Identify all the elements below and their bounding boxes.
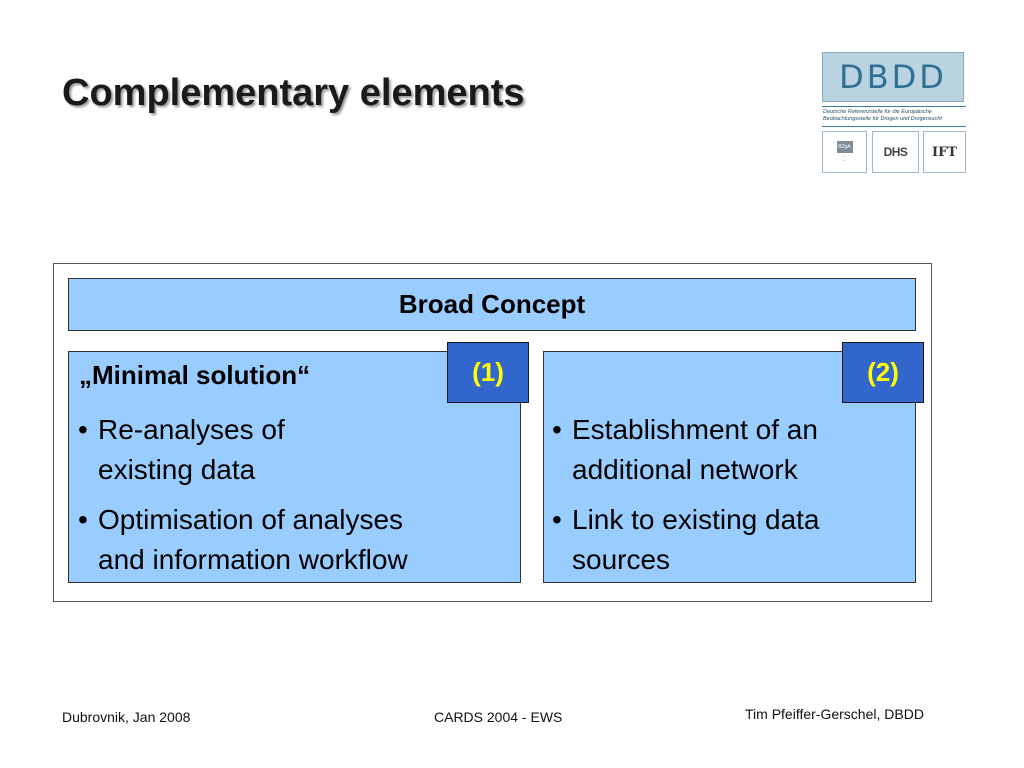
bullet-line: Re-analyses of (98, 414, 285, 445)
option-1-bullet-list: Re-analyses of existing data Optimisatio… (76, 410, 516, 590)
bzga-logo-caption: ······ (842, 155, 847, 163)
option-1-number-badge: (1) (447, 342, 529, 403)
bullet-item: Establishment of an additional network (550, 410, 910, 490)
logo-subtitle-line-2: Beobachtungsstelle für Drogen und Drogen… (823, 116, 942, 122)
footer-project: CARDS 2004 - EWS (434, 709, 563, 725)
bullet-line: Establishment of an (572, 414, 818, 445)
bullet-line: Optimisation of analyses (98, 504, 404, 535)
bullet-line: Link to existing data (572, 504, 820, 535)
logo-divider-2 (822, 126, 966, 127)
bullet-item: Link to existing data sources (550, 500, 910, 580)
bzga-logo-mark: BZgA (836, 141, 853, 153)
bzga-logo: BZgA ······ (822, 131, 867, 173)
footer-author: Tim Pfeiffer-Gerschel, DBDD (745, 706, 924, 722)
dbdd-logo-text: DBDD (839, 58, 947, 96)
bullet-line: and information workflow (98, 544, 408, 575)
slide-title: Complementary elements (62, 72, 525, 114)
ift-logo-text: IFT (932, 144, 957, 160)
logo-subtitle-line-1: Deutsche Referenzstelle für die Europäis… (823, 109, 932, 115)
bullet-line: sources (572, 544, 671, 575)
ift-logo: IFT (923, 131, 966, 173)
option-2-number-badge: (2) (842, 342, 924, 403)
bullet-line: existing data (98, 454, 256, 485)
bullet-item: Optimisation of analyses and information… (76, 500, 516, 580)
dbdd-logo: DBDD (822, 52, 964, 102)
dhs-logo-text: DHS (883, 145, 908, 159)
option-2-bullet-list: Establishment of an additional network L… (550, 410, 910, 590)
option-1-heading: „Minimal solution“ (79, 360, 311, 390)
logo-subtitle: Deutsche Referenzstelle für die Europäis… (823, 109, 967, 123)
bullet-item: Re-analyses of existing data (76, 410, 516, 490)
bullet-line: additional network (572, 454, 798, 485)
broad-concept-bar: Broad Concept (68, 278, 916, 331)
dhs-logo: DHS (872, 131, 919, 173)
logo-divider (822, 106, 966, 107)
footer-location-date: Dubrovnik, Jan 2008 (62, 709, 191, 725)
